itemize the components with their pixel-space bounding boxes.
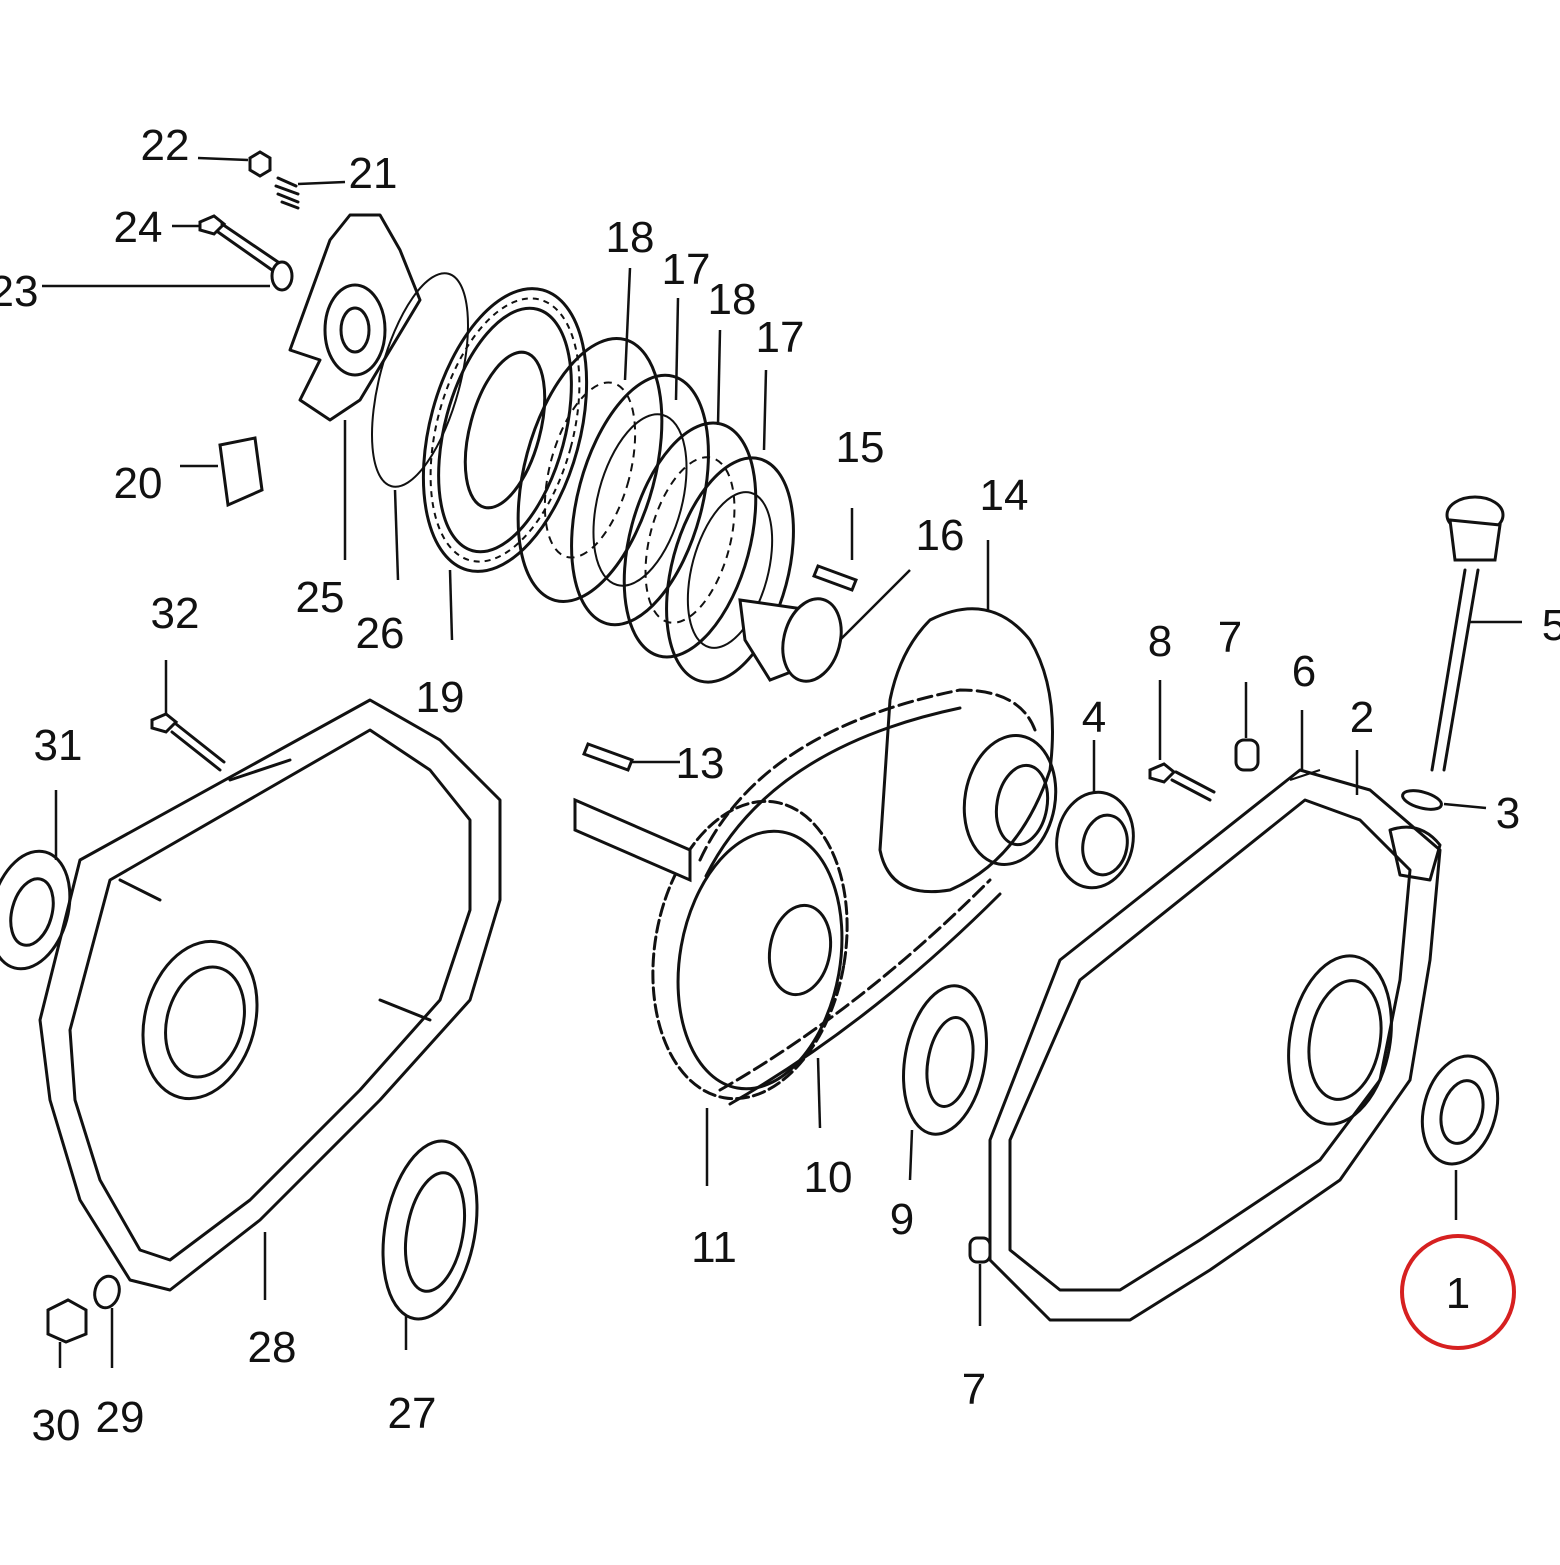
callout-18-lower: 18 [708,275,757,324]
drive-sprocket [962,734,1058,866]
callout-18-upper: 18 [606,213,655,262]
chain-part-10 [698,688,1037,1106]
callout-1: 1 [1446,1269,1470,1318]
steel-plate-part-17 [570,373,710,627]
callout-19: 19 [416,673,465,722]
friction-disc-part-18 [516,337,664,603]
drain-plug-part-30 [46,1298,88,1344]
left-case-part-28 [38,698,502,1292]
o-ring-part-3 [1401,789,1443,811]
callout-27: 27 [388,1389,437,1438]
washer-part-29 [93,1274,121,1310]
callout-32: 32 [151,589,200,638]
bearing-part-9 [902,984,988,1136]
callout-13: 13 [676,739,725,788]
callout-22: 22 [141,121,190,170]
callout-31: 31 [34,721,83,770]
callout-9: 9 [890,1195,914,1244]
callout-4: 4 [1082,693,1106,742]
steel-plate-part-17b [665,456,795,684]
oil-seal-part-31 [0,849,72,971]
output-shaft [573,797,692,883]
highlight-circle [1400,1234,1516,1350]
leader-lines [42,156,1522,1368]
callout-24: 24 [114,203,163,252]
key-part-15 [812,564,858,592]
key-part-13 [582,742,634,772]
washer-part-23 [270,260,294,292]
callout-15: 15 [836,423,885,472]
callout-3: 3 [1496,789,1520,838]
callout-29: 29 [96,1393,145,1442]
bolt-part-8 [1148,762,1216,802]
callout-16: 16 [916,511,965,560]
bearing-part-4 [1055,790,1135,890]
gasket-part-6 [1289,769,1321,781]
callout-11: 11 [691,1223,737,1272]
dowel-pin-part-7-lower [968,1236,992,1264]
right-cover-part-2 [988,768,1442,1322]
driven-sprocket-part-11 [651,799,849,1101]
bolt-part-32 [150,712,226,772]
callout-labels: 22 21 24 23 20 25 26 19 18 17 18 17 15 1… [0,121,1560,1450]
dowel-pin-part-7 [1234,738,1260,772]
callout-17-lower: 17 [756,313,805,362]
callout-7-lower: 7 [962,1365,986,1414]
callout-23: 23 [0,267,38,316]
callout-25: 25 [296,573,345,622]
callout-8: 8 [1148,617,1172,666]
clutch-shoe-part-20 [218,436,264,508]
callout-30: 30 [32,1401,81,1450]
clutch-hub-shaft-part-16 [738,597,843,683]
callout-5: 5 [1542,601,1560,650]
bolt-part-24 [198,214,280,272]
callout-20: 20 [114,459,163,508]
clutch-plate-part-19 [421,287,589,573]
circlip-part-26 [371,272,469,488]
callout-6: 6 [1292,647,1316,696]
callout-2: 2 [1350,693,1374,742]
callout-21: 21 [349,149,398,198]
clutch-drum-part-14 [878,607,1054,894]
callout-28: 28 [248,1323,297,1372]
callout-26: 26 [356,609,405,658]
callout-7-upper: 7 [1218,613,1242,662]
clutch-drive-plate-part-25 [288,213,422,422]
spring-part-21 [274,176,300,210]
callout-14: 14 [980,471,1029,520]
dipstick-part-5 [1430,495,1505,772]
nut-part-22 [248,150,272,178]
bearing-part-27 [381,1139,479,1321]
callout-17-upper: 17 [662,245,711,294]
callout-10: 10 [804,1153,853,1202]
oil-seal-part-1 [1420,1054,1500,1166]
